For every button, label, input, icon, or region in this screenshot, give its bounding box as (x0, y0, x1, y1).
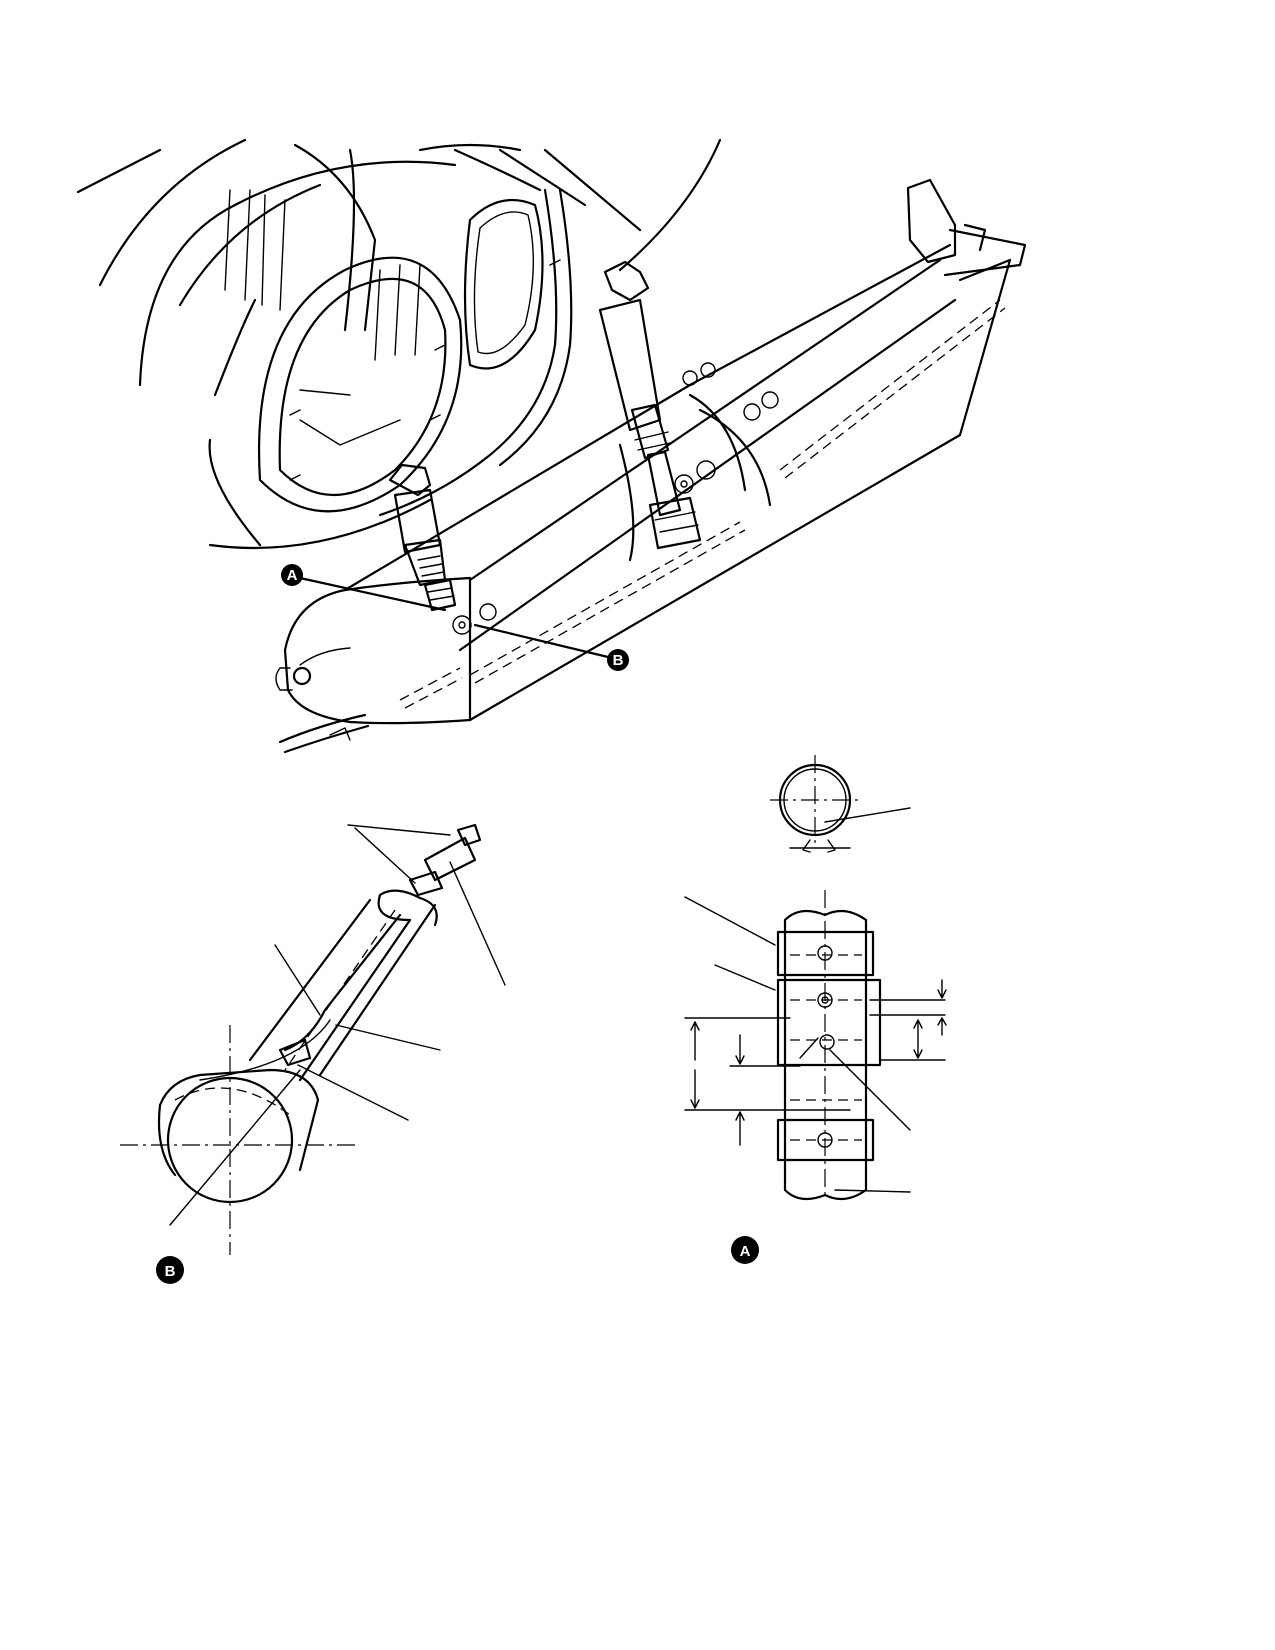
access-port (682, 362, 716, 386)
detail-a-label: A (740, 1243, 751, 1260)
detail-a: A (684, 755, 947, 1264)
detail-b: B (120, 823, 506, 1284)
access-port (743, 391, 779, 421)
callout-label-a: A (287, 567, 298, 584)
landing-struts (388, 260, 702, 612)
main-callout-b: B (473, 623, 629, 671)
detail-b-label: B (165, 1263, 176, 1280)
cabin-canopy (76, 138, 722, 550)
main-callout-a: A (281, 564, 447, 612)
access-port (674, 460, 716, 494)
float-body (275, 178, 1027, 754)
callout-label-b: B (613, 652, 624, 669)
access-port (452, 603, 497, 635)
